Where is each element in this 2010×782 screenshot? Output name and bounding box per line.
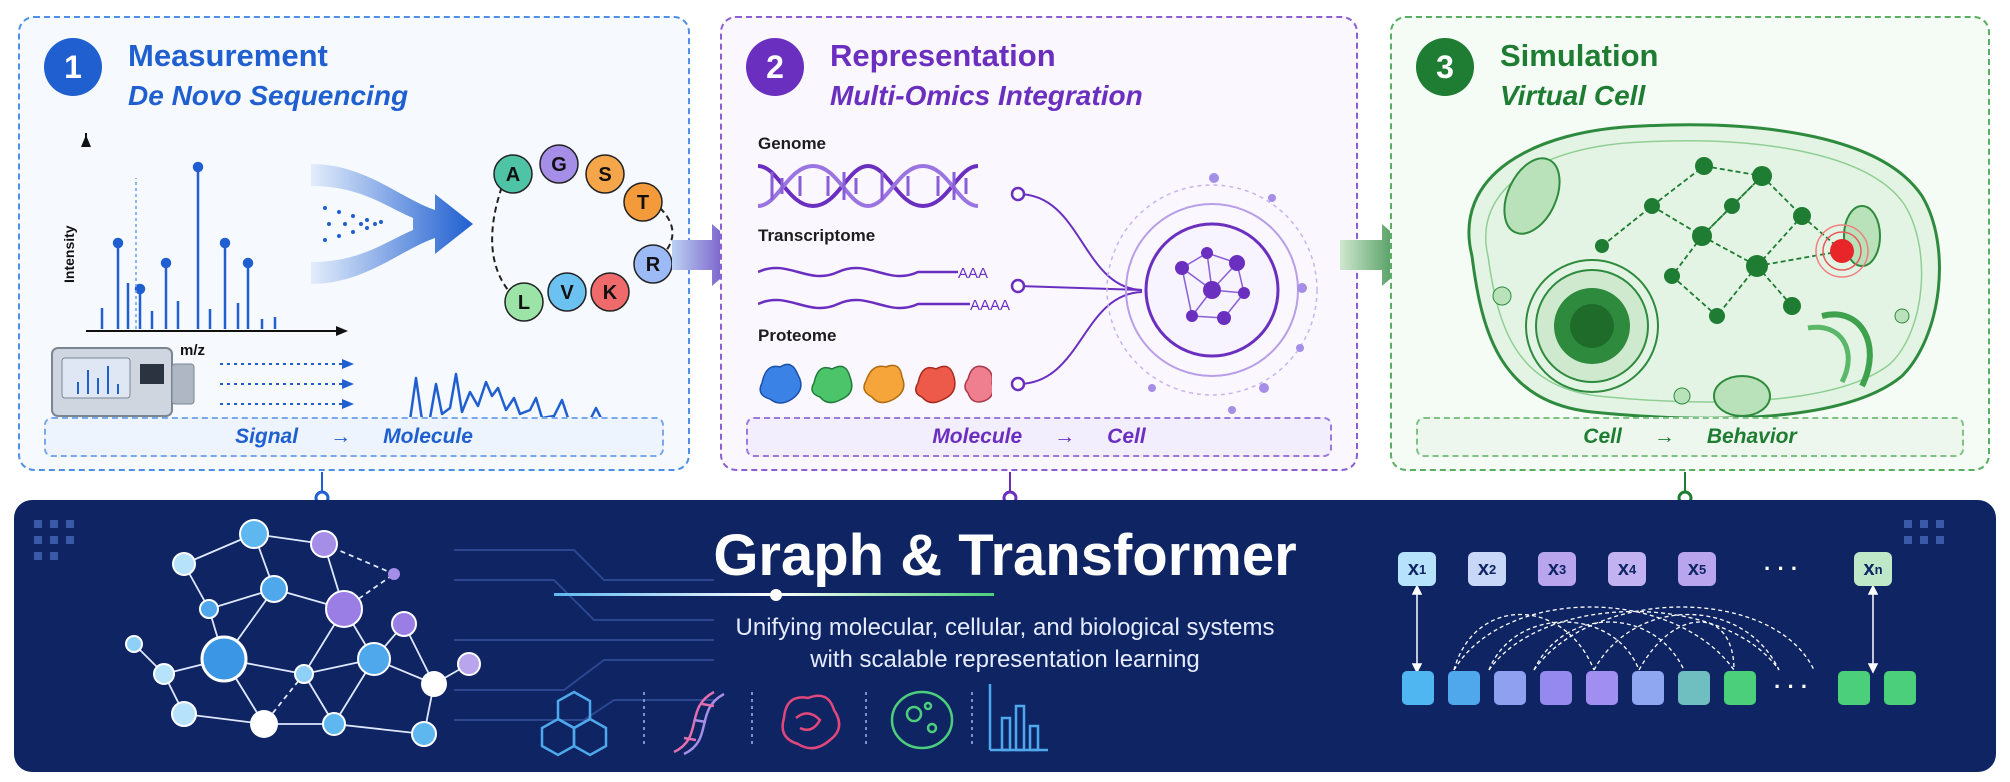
residue-a: A — [493, 154, 533, 194]
measurement-panel: 1 Measurement De Novo Sequencing Intensi… — [18, 16, 690, 471]
residue-s: S — [585, 154, 625, 194]
molecule-to-cell-flow: Molecule → Cell — [746, 417, 1332, 457]
dot-grid-decoration — [34, 520, 74, 560]
residue-l: L — [504, 282, 544, 322]
attention-arrows — [1411, 586, 1879, 674]
svg-text:R: R — [646, 254, 661, 276]
embedding-n — [1884, 671, 1916, 705]
embedding-8 — [1724, 671, 1756, 705]
embedding-6 — [1632, 671, 1664, 705]
embedding-2 — [1448, 671, 1480, 705]
dna-icon — [673, 690, 725, 756]
svg-text:L: L — [518, 292, 530, 314]
circuit-pattern-left — [454, 549, 714, 721]
embedding-ellipsis: · · · — [1774, 674, 1809, 699]
protein-blobs-icon — [759, 363, 992, 404]
molecule-icon — [540, 690, 608, 757]
spectrum-y-label: Intensity — [61, 225, 77, 283]
graph-network-illustration — [125, 519, 481, 747]
protein-icon — [781, 694, 841, 750]
simulation-panel: 3 Simulation Virtual Cell Cell → Behavio… — [1390, 16, 1990, 471]
graph-transformer-title: Graph & Transformer — [713, 523, 1297, 588]
svg-text:V: V — [560, 282, 574, 304]
svg-text:K: K — [603, 282, 618, 304]
representation-panel: 2 Representation Multi-Omics Integration… — [720, 16, 1358, 471]
residue-k: K — [590, 272, 630, 312]
embedding-4 — [1540, 671, 1572, 705]
funnel-arrow — [311, 164, 473, 284]
token-ellipsis: · · · — [1764, 556, 1799, 581]
virtual-cell-illustration — [1467, 123, 1941, 420]
graph-transformer-banner: Graph & Transformer Unifying molecular, … — [14, 500, 1996, 772]
embedding-3 — [1494, 671, 1526, 705]
svg-text:G: G — [551, 154, 567, 176]
residue-t: T — [623, 182, 663, 222]
step-number-1: 1 — [44, 38, 102, 96]
embedding-5 — [1586, 671, 1618, 705]
measurement-subtitle: De Novo Sequencing — [128, 80, 409, 111]
cell-to-behavior-flow: Cell → Behavior — [1416, 417, 1964, 457]
polya-short: AAA — [958, 265, 988, 282]
spectrum-x-label: m/z — [180, 342, 205, 359]
embedding-n1 — [1838, 671, 1870, 705]
chromatogram-trace — [397, 372, 661, 424]
title-underline — [554, 589, 994, 601]
representation-title: Representation — [830, 38, 1056, 73]
measurement-title: Measurement — [128, 38, 328, 73]
residue-v: V — [547, 272, 587, 312]
multi-omics-integration-graphic — [1010, 173, 1318, 414]
dot-grid-decoration-right — [1904, 520, 1944, 544]
step-number-2: 2 — [746, 38, 804, 96]
peptide-chain: A G S T R K V L — [491, 144, 674, 322]
polya-long: AAAA — [970, 297, 1010, 314]
signal-to-molecule-flow: Signal → Molecule — [44, 417, 664, 457]
signal-stream-arrows — [220, 359, 354, 409]
simulation-subtitle: Virtual Cell — [1500, 80, 1646, 111]
transcriptome-label: Transcriptome — [758, 226, 876, 245]
dna-helix-icon — [758, 163, 978, 209]
svg-text:T: T — [637, 192, 649, 214]
mrna-strands-icon: AAA AAAA — [758, 265, 1010, 314]
residue-r: R — [633, 244, 673, 284]
domain-icons-row — [540, 690, 973, 757]
mass-spectrometer-icon — [51, 347, 195, 417]
simulation-title: Simulation — [1500, 38, 1659, 73]
graph-transformer-description: Unifying molecular, cellular, and biolog… — [735, 614, 1275, 673]
svg-text:A: A — [506, 164, 520, 186]
residue-g: G — [539, 144, 579, 184]
svg-text:S: S — [598, 164, 611, 186]
cell-icon — [890, 690, 954, 750]
embedding-7 — [1678, 671, 1710, 705]
embedding-1 — [1402, 671, 1434, 705]
mass-spectrum-chart: Intensity m/z — [61, 133, 348, 359]
representation-subtitle: Multi-Omics Integration — [830, 80, 1143, 111]
bar-chart-icon — [988, 684, 1048, 752]
proteome-label: Proteome — [758, 326, 837, 345]
step-number-3: 3 — [1416, 38, 1474, 96]
genome-label: Genome — [758, 134, 827, 153]
